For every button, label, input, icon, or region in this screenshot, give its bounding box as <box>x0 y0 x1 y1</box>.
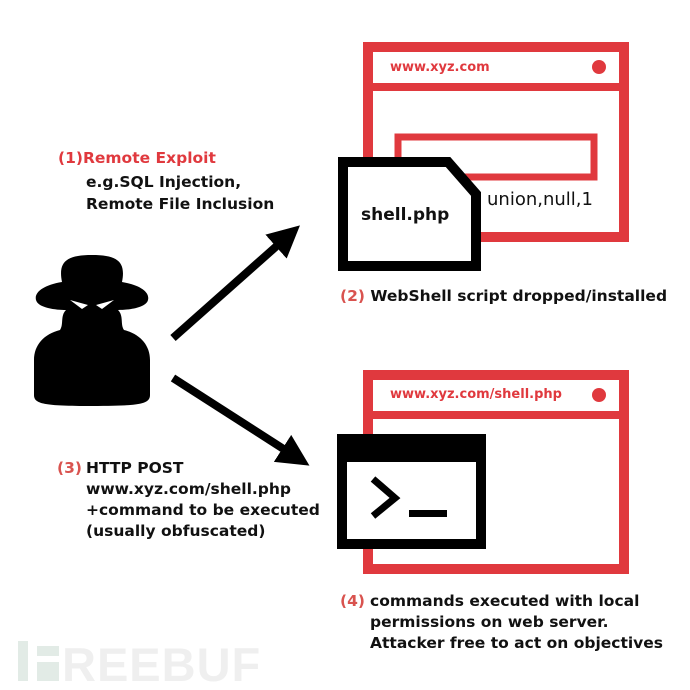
step-3-line: (usually obfuscated) <box>86 522 266 540</box>
step-3-line: +command to be executed <box>86 501 320 519</box>
step-3-line: www.xyz.com/shell.php <box>86 480 292 498</box>
step-2-caption: (2) WebShell script dropped/installed <box>340 286 667 306</box>
step-4-number: (4) <box>340 592 365 610</box>
file-icon <box>338 157 481 271</box>
freebuf-watermark-logo: REEBUF <box>18 638 261 690</box>
step-3-line: HTTP POST <box>86 459 184 477</box>
browser-2-url: www.xyz.com/shell.php <box>390 387 562 402</box>
svg-text:REEBUF: REEBUF <box>62 638 261 690</box>
terminal-icon <box>337 434 486 549</box>
step-4-line: commands executed with local <box>370 592 640 610</box>
step-4-line: Attacker free to act on objectives <box>370 634 664 652</box>
browser-1-url: www.xyz.com <box>390 60 490 75</box>
window-dot-icon <box>592 60 606 74</box>
step-3-number: (3) <box>57 459 82 477</box>
step-1-line: Remote File Inclusion <box>86 195 275 213</box>
arrow-to-browser-1 <box>170 225 300 341</box>
injection-text: union,null,1 <box>487 189 593 210</box>
step-1-line: e.g.SQL Injection, <box>86 173 242 191</box>
step-4-line: permissions on web server. <box>370 613 609 631</box>
arrow-to-browser-2 <box>170 374 310 466</box>
step-2-text: WebShell script dropped/installed <box>370 287 668 305</box>
hacker-silhouette-icon <box>34 255 150 406</box>
file-label: shell.php <box>361 205 450 225</box>
step-2-number: (2) <box>340 287 365 305</box>
window-dot-icon <box>592 388 606 402</box>
step-1-title: (1)Remote Exploit <box>58 149 216 167</box>
